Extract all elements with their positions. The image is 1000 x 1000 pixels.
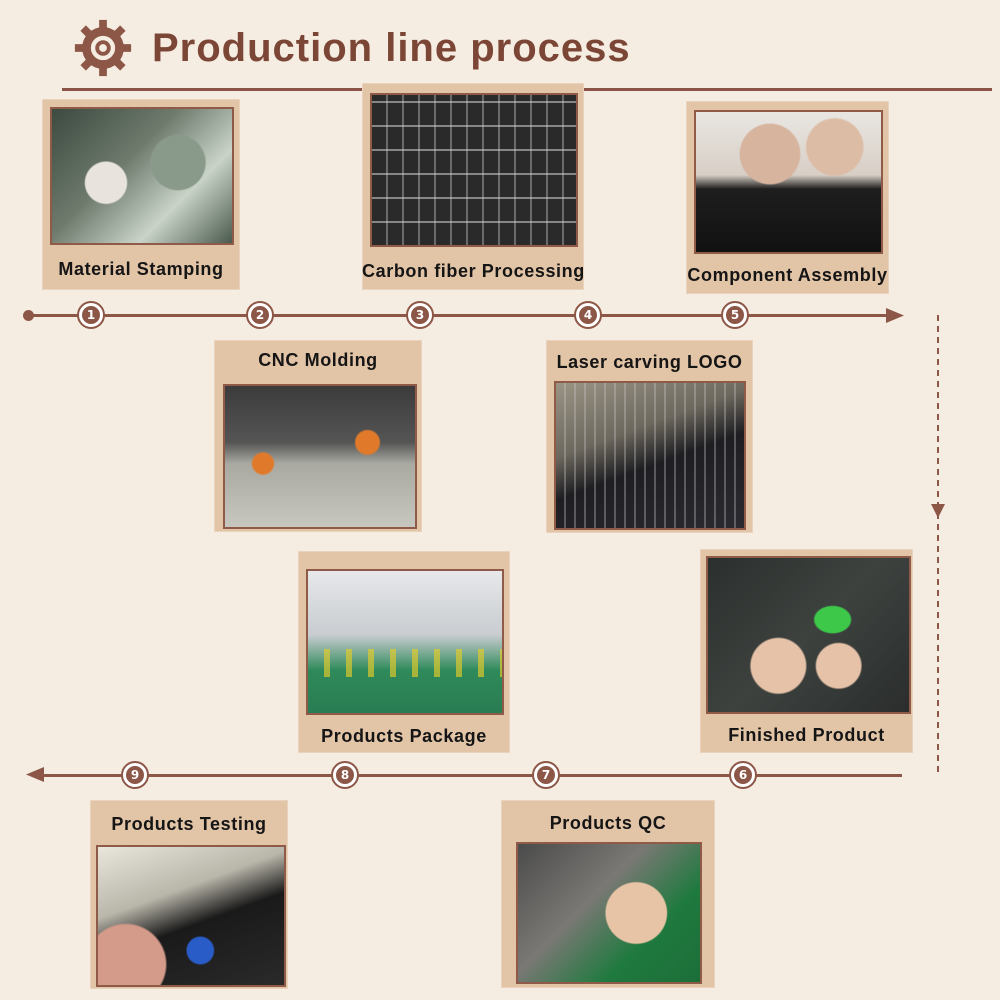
- step-marker-9: 9: [121, 761, 149, 789]
- step-card-7: Products QC: [501, 800, 715, 988]
- step-photo-5: [694, 110, 883, 254]
- step-marker-3: 3: [406, 301, 434, 329]
- dashed-connector: [937, 315, 939, 775]
- step-label-2: CNC Molding: [258, 350, 378, 370]
- step-marker-6: 6: [729, 761, 757, 789]
- step-marker-8: 8: [331, 761, 359, 789]
- step-marker-7: 7: [532, 761, 560, 789]
- step-label-1: Material Stamping: [58, 259, 224, 279]
- lower-timeline: [40, 774, 902, 777]
- step-card-1: Material Stamping: [42, 99, 240, 290]
- upper-timeline: [28, 314, 890, 317]
- step-label-7: Products QC: [549, 813, 667, 833]
- step-card-8: Products Package: [298, 551, 510, 753]
- step-label-3: Carbon fiber Processing: [362, 261, 585, 281]
- step-label-4: Laser carving LOGO: [556, 352, 743, 372]
- header: Production line process: [72, 18, 631, 78]
- page-title: Production line process: [152, 25, 631, 70]
- step-marker-5: 5: [721, 301, 749, 329]
- step-marker-2: 2: [246, 301, 274, 329]
- step-photo-4: [554, 381, 746, 530]
- step-photo-2: [223, 384, 417, 529]
- step-card-4: Laser carving LOGO: [546, 340, 753, 533]
- step-marker-4: 4: [574, 301, 602, 329]
- step-photo-6: [706, 556, 911, 714]
- arrow-down-icon: [931, 504, 945, 518]
- step-marker-1: 1: [77, 301, 105, 329]
- step-card-6: Finished Product: [700, 549, 913, 753]
- step-photo-1: [50, 107, 234, 245]
- step-card-3: Carbon fiber Processing: [362, 83, 584, 290]
- step-label-5: Component Assembly: [687, 265, 888, 285]
- arrow-right-icon: [886, 308, 904, 323]
- step-photo-7: [516, 842, 702, 984]
- gear-icon: [74, 19, 132, 77]
- step-card-2: CNC Molding: [214, 340, 422, 532]
- step-photo-9: [96, 845, 286, 987]
- step-label-6: Finished Product: [728, 725, 885, 745]
- step-label-8: Products Package: [321, 726, 487, 746]
- step-photo-8: [306, 569, 504, 715]
- step-label-9: Products Testing: [111, 814, 267, 834]
- step-card-5: Component Assembly: [686, 101, 889, 294]
- arrow-left-icon: [26, 767, 44, 782]
- step-card-9: Products Testing: [90, 800, 288, 989]
- step-photo-3: [370, 93, 578, 247]
